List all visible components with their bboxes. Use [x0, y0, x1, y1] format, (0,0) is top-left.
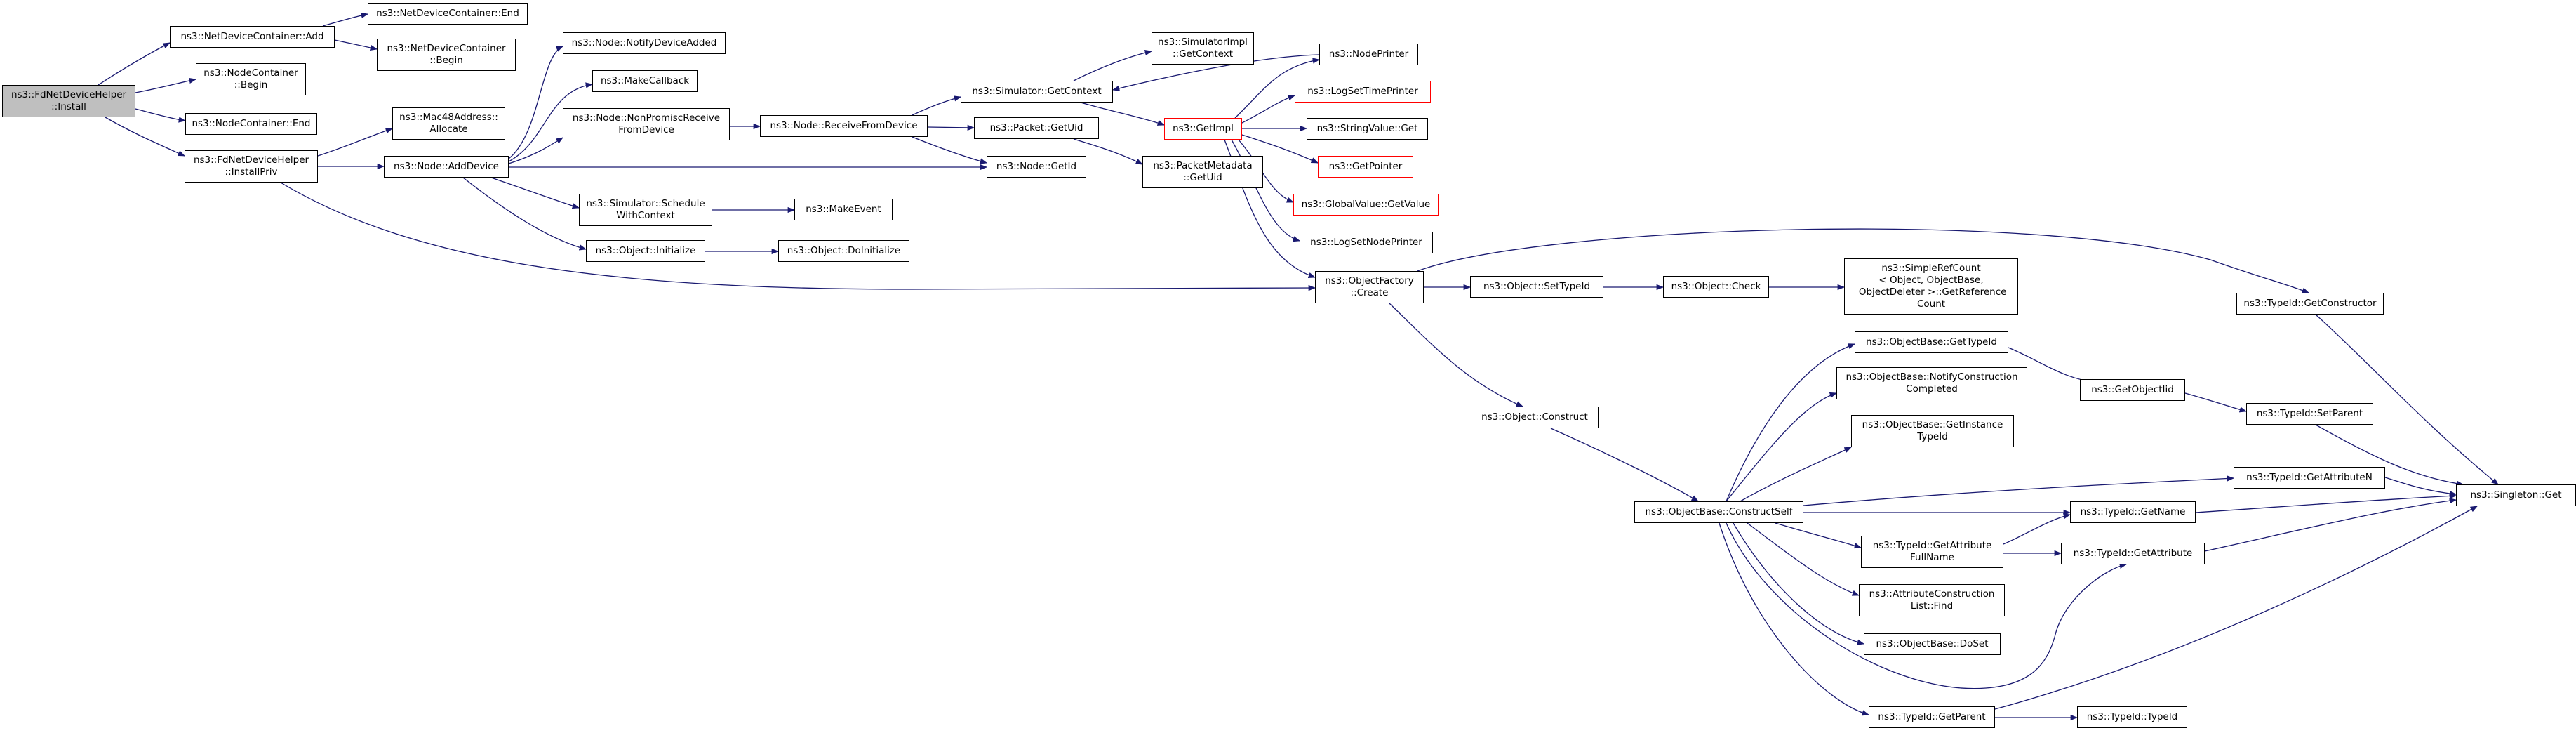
e-getctx-getimpl: [1080, 102, 1165, 126]
e-pktuid-meta: [1073, 138, 1143, 165]
node-attributeconstructionlist-find[interactable]: ns3::AttributeConstruction List::Find: [1859, 584, 2005, 616]
node-typeid-typeid[interactable]: ns3::TypeId::TypeId: [2077, 706, 2187, 728]
e-cself-getparent: [1719, 522, 1869, 716]
e-construct-cself: [1550, 428, 1699, 502]
node-fdnetdevicehelper-install[interactable]: ns3::FdNetDeviceHelper ::Install: [2, 85, 135, 117]
node-simulatorimpl-getcontext[interactable]: ns3::SimulatorImpl ::GetContext: [1152, 32, 1254, 65]
e-getctor-singleton: [2315, 314, 2499, 485]
e-getparent-singleton: [1994, 506, 2478, 710]
node-node-getid[interactable]: ns3::Node::GetId: [987, 156, 1086, 178]
e-add-notify: [508, 46, 563, 159]
e-getimpl-globval: [1238, 139, 1294, 203]
e-recv-pktuid: [927, 124, 975, 131]
e-getattr-singleton: [2204, 498, 2457, 552]
e-ndcadd-begin: [334, 39, 378, 51]
node-objectbase-getinstancetypeid[interactable]: ns3::ObjectBase::GetInstance TypeId: [1851, 415, 2014, 447]
e-cself-getinstance: [1740, 447, 1852, 502]
e-add-init: [462, 177, 587, 251]
node-nodeprinter[interactable]: ns3::NodePrinter: [1319, 44, 1418, 65]
e-priv-mac: [317, 128, 393, 157]
node-getobjectiid[interactable]: ns3::GetObjectIid: [2080, 379, 2185, 401]
node-objectbase-notifyconstructioncompleted[interactable]: ns3::ObjectBase::NotifyConstruction Comp…: [1836, 367, 2027, 399]
e-nodeprinter-getctx: [1112, 54, 1320, 91]
node-typeid-getattribute[interactable]: ns3::TypeId::GetAttribute: [2061, 543, 2205, 564]
node-getpointer[interactable]: ns3::GetPointer: [1318, 156, 1413, 178]
e-ndcadd-end: [322, 12, 369, 27]
node-typeid-getparent[interactable]: ns3::TypeId::GetParent: [1869, 706, 1995, 728]
node-makeevent[interactable]: ns3::MakeEvent: [794, 199, 893, 220]
node-makecallback[interactable]: ns3::MakeCallback: [592, 70, 698, 92]
node-typeid-getconstructor[interactable]: ns3::TypeId::GetConstructor: [2236, 293, 2384, 315]
node-simulator-getcontext[interactable]: ns3::Simulator::GetContext: [961, 81, 1113, 103]
e-install-priv: [105, 117, 185, 157]
node-packet-getuid[interactable]: ns3::Packet::GetUid: [974, 117, 1099, 139]
e-cself-doset: [1733, 522, 1865, 645]
node-object-doinitialize[interactable]: ns3::Object::DoInitialize: [778, 240, 909, 262]
e-getattrfull-getname: [2003, 513, 2071, 545]
e-install-ncend: [135, 108, 187, 123]
node-object-initialize[interactable]: ns3::Object::Initialize: [586, 240, 705, 262]
node-object-settypeid[interactable]: ns3::Object::SetTypeId: [1470, 276, 1603, 298]
node-node-adddevice[interactable]: ns3::Node::AddDevice: [384, 156, 509, 178]
e-recv-nodegetid: [912, 136, 988, 164]
e-recv-getctx: [912, 95, 962, 116]
e-getattrn-singleton: [2384, 477, 2457, 497]
e-add-sched: [490, 177, 580, 209]
e-cself-getattrn: [1803, 475, 2235, 506]
e-getobjectiid-setparent: [2184, 392, 2247, 413]
node-objectbase-doset[interactable]: ns3::ObjectBase::DoSet: [1864, 633, 2001, 655]
e-cself-notify: [1726, 392, 1837, 502]
node-objectbase-gettypeid[interactable]: ns3::ObjectBase::GetTypeId: [1855, 331, 2008, 353]
node-objectbase-constructself[interactable]: ns3::ObjectBase::ConstructSelf: [1634, 501, 1803, 523]
e-cself-getattrfull: [1775, 522, 1862, 549]
e-install-ndcadd: [98, 42, 171, 86]
node-typeid-getname[interactable]: ns3::TypeId::GetName: [2070, 501, 2196, 523]
e-getimpl-nodeprinter: [1234, 58, 1321, 119]
e-create-construct: [1389, 303, 1523, 407]
e-create-getctor: [1417, 228, 2309, 293]
node-netdevicecontainer-begin[interactable]: ns3::NetDeviceContainer ::Begin: [377, 39, 516, 71]
e-getctx-simimpl: [1073, 50, 1153, 81]
e-add-nonpromisc: [508, 137, 563, 164]
e-getimpl-getpointer: [1241, 134, 1319, 164]
node-node-notifydeviceadded[interactable]: ns3::Node::NotifyDeviceAdded: [563, 32, 726, 54]
e-getimpl-logsetnode: [1231, 139, 1300, 242]
node-stringvalue-get[interactable]: ns3::StringValue::Get: [1307, 118, 1428, 140]
e-cself-getattr: [1726, 522, 2128, 689]
e-cself-find: [1747, 522, 1860, 596]
node-simplerefcount-getreferencecount[interactable]: ns3::SimpleRefCount < Object, ObjectBase…: [1844, 258, 2018, 315]
node-node-nonpromiscreceivefromdevice[interactable]: ns3::Node::NonPromiscReceive FromDevice: [563, 108, 730, 140]
node-singleton-get[interactable]: ns3::Singleton::Get: [2456, 484, 2576, 506]
node-netdevicecontainer-add[interactable]: ns3::NetDeviceContainer::Add: [170, 26, 335, 48]
node-mac48address-allocate[interactable]: ns3::Mac48Address:: Allocate: [392, 107, 505, 140]
node-getimpl[interactable]: ns3::GetImpl: [1164, 118, 1242, 140]
e-getname-singleton: [2195, 493, 2457, 513]
node-node-receivefromdevice[interactable]: ns3::Node::ReceiveFromDevice: [760, 115, 928, 137]
e-priv-create: [280, 182, 1316, 291]
node-simulator-schedulewithcontext[interactable]: ns3::Simulator::Schedule WithContext: [579, 194, 712, 226]
e-cself-gettypeid: [1726, 343, 1855, 502]
node-fdnetdevicehelper-installpriv[interactable]: ns3::FdNetDeviceHelper ::InstallPriv: [185, 150, 318, 183]
node-typeid-setparent[interactable]: ns3::TypeId::SetParent: [2246, 403, 2373, 425]
node-nodecontainer-begin[interactable]: ns3::NodeContainer ::Begin: [196, 63, 306, 95]
node-packetmetadata-getuid[interactable]: ns3::PacketMetadata ::GetUid: [1142, 156, 1263, 188]
node-typeid-getattributen[interactable]: ns3::TypeId::GetAttributeN: [2234, 467, 2385, 489]
node-globalvalue-getvalue[interactable]: ns3::GlobalValue::GetValue: [1293, 194, 1439, 216]
node-logsettimeprinter[interactable]: ns3::LogSetTimePrinter: [1295, 81, 1431, 103]
e-getimpl-logsettime: [1241, 95, 1295, 124]
node-typeid-getattributefullname[interactable]: ns3::TypeId::GetAttribute FullName: [1861, 536, 2003, 568]
node-logsetnodeprinter[interactable]: ns3::LogSetNodePrinter: [1300, 232, 1433, 253]
node-nodecontainer-end[interactable]: ns3::NodeContainer::End: [185, 113, 317, 135]
e-setparent-singleton: [2315, 424, 2464, 487]
node-object-construct[interactable]: ns3::Object::Construct: [1471, 407, 1599, 428]
node-object-check[interactable]: ns3::Object::Check: [1663, 276, 1769, 298]
e-add-callback: [508, 82, 594, 162]
node-netdevicecontainer-end[interactable]: ns3::NetDeviceContainer::End: [368, 3, 528, 25]
node-objectfactory-create[interactable]: ns3::ObjectFactory ::Create: [1315, 271, 1424, 303]
e-install-ncbegin: [135, 77, 197, 93]
